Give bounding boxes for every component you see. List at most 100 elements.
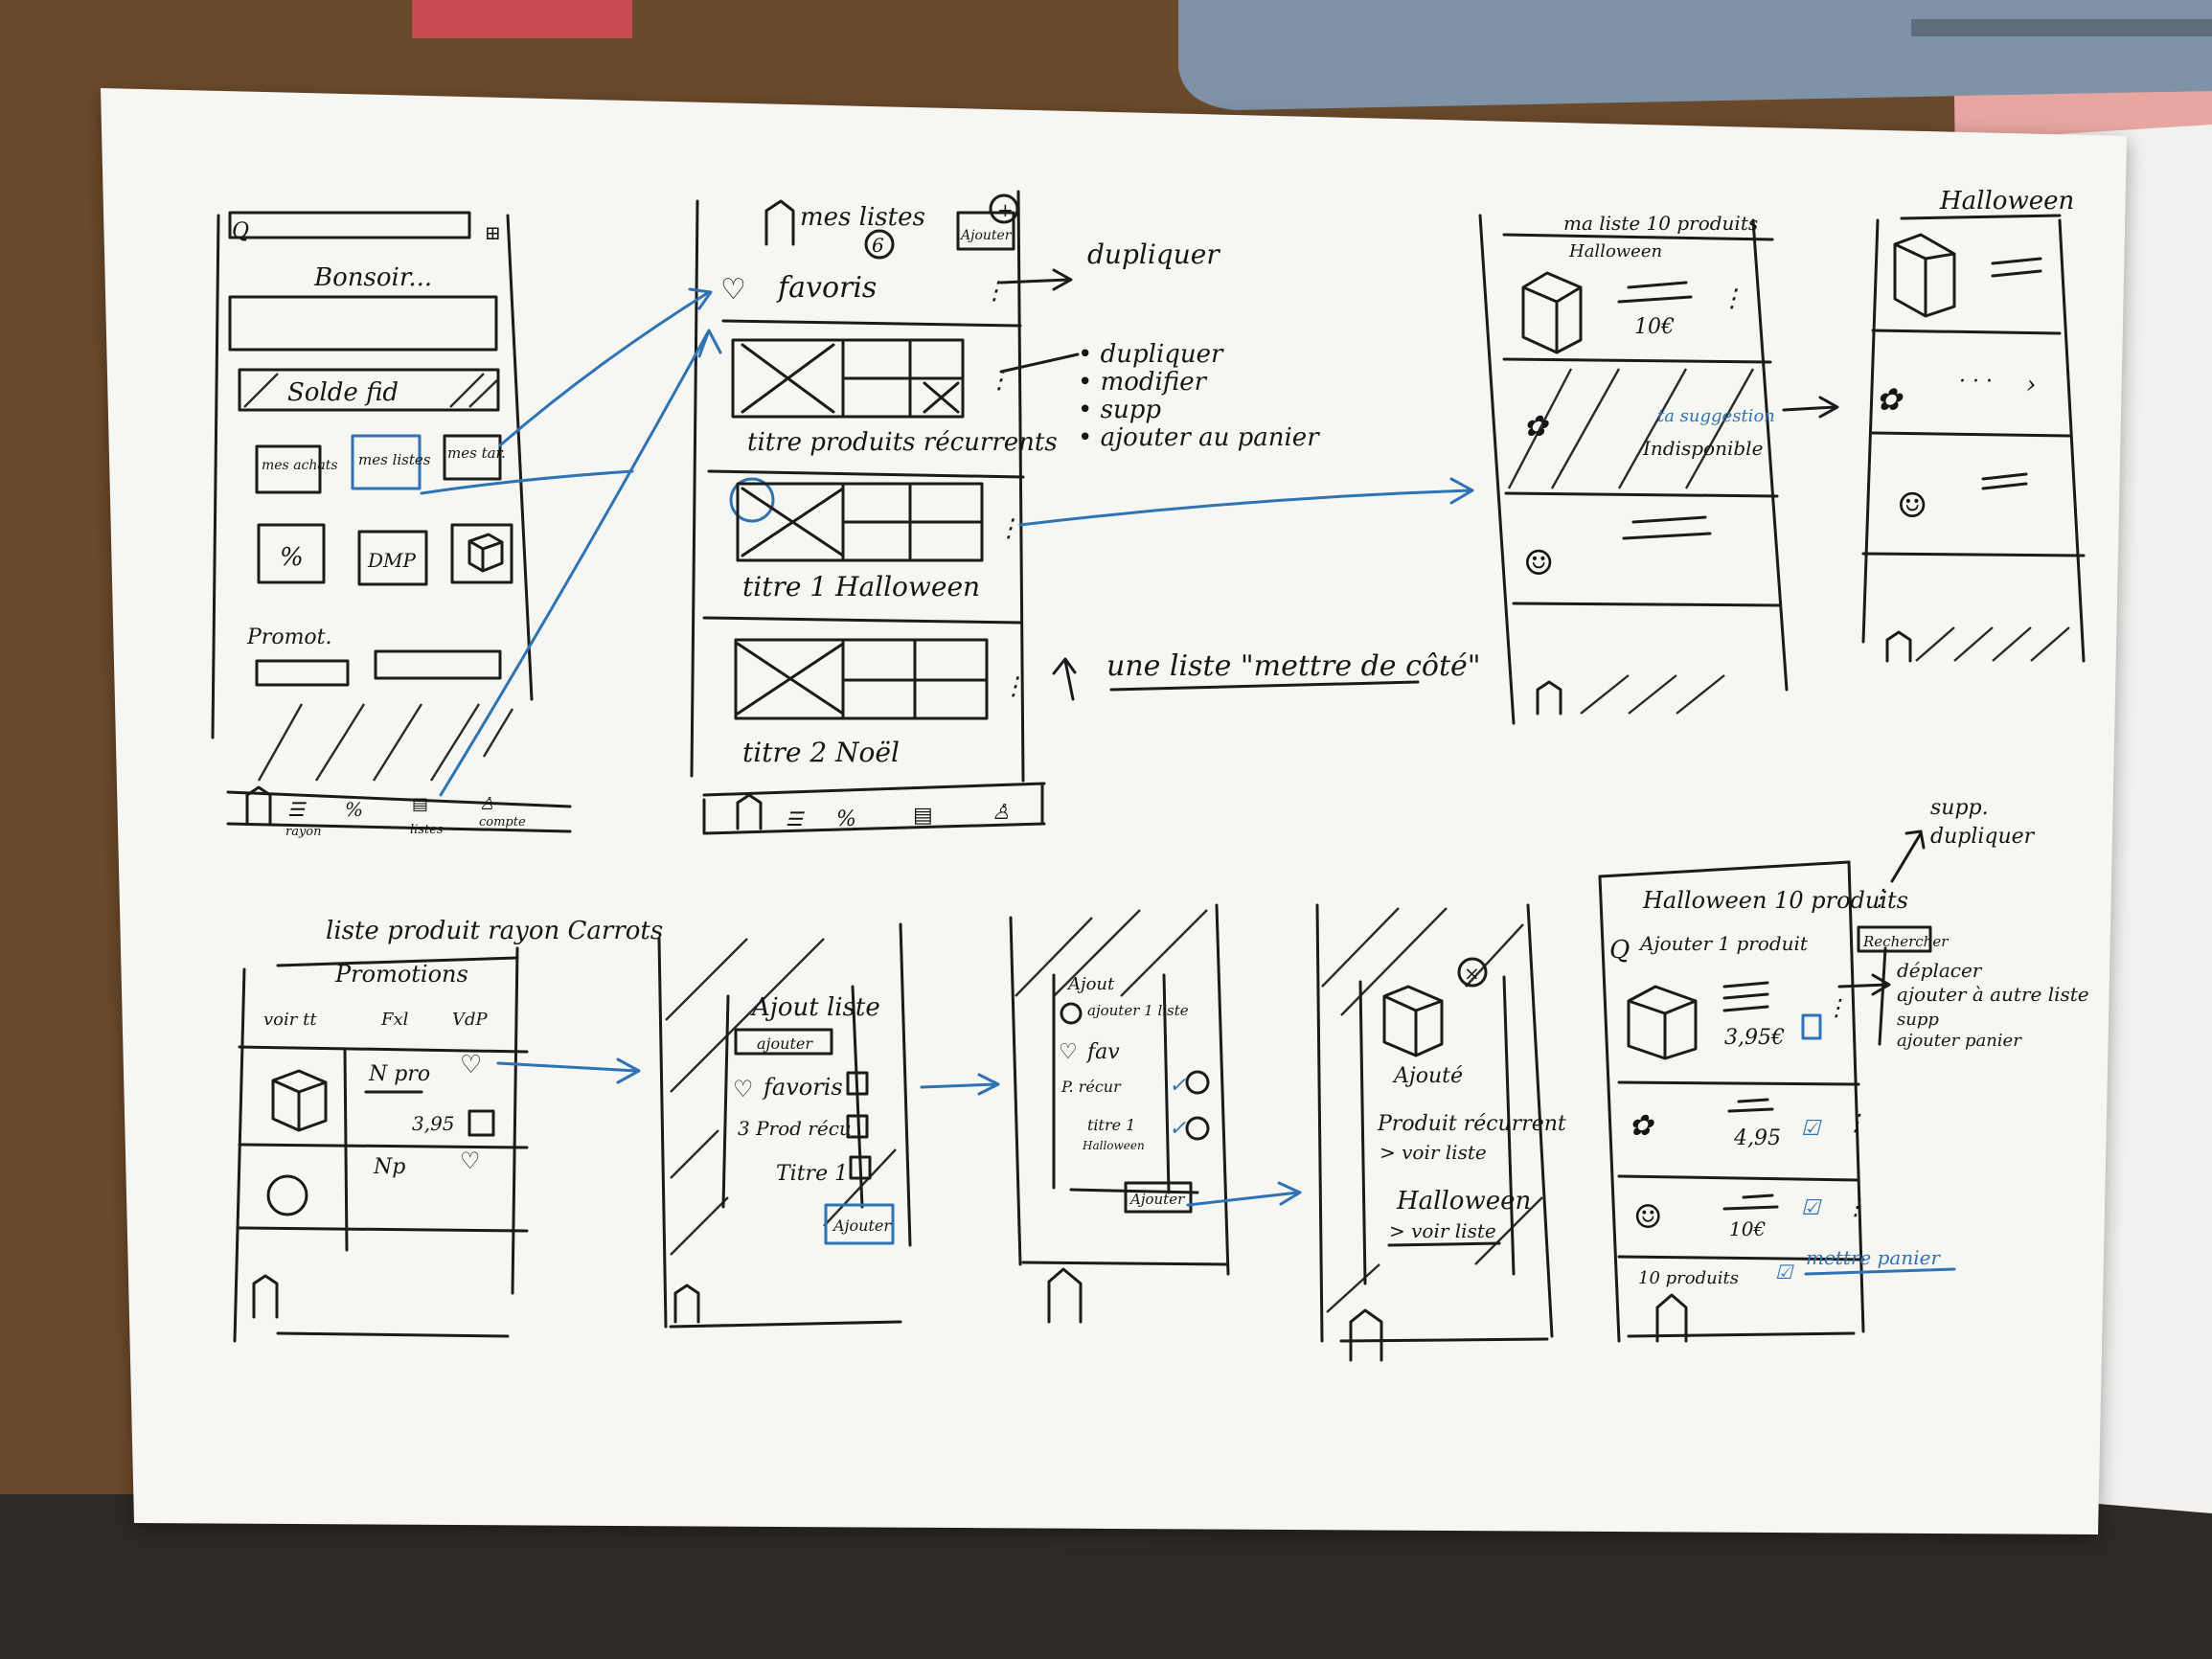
- product-price: 4,95: [1733, 1126, 1781, 1150]
- more-icon[interactable]: ⋮: [1001, 672, 1026, 701]
- tab-rayon[interactable]: rayon: [285, 825, 322, 839]
- flow-arrows-top: [420, 287, 1839, 797]
- product-icon: ✿: [1523, 410, 1549, 443]
- svg-text:P. récur[interactable]: P. récur: [1060, 1078, 1122, 1096]
- svg-text:Titre 1[interactable]: Titre 1: [776, 1162, 848, 1186]
- svg-text:ajouter: ajouter: [757, 1034, 813, 1053]
- add-to-list-button[interactable]: [467, 1109, 495, 1137]
- close-icon[interactable]: [1457, 957, 1488, 988]
- list-checkbox[interactable]: [846, 1114, 869, 1139]
- tile-listes[interactable]: [351, 434, 422, 490]
- svg-text:fav[interactable]: fav: [1085, 1040, 1120, 1064]
- tab-compte[interactable]: compte: [479, 815, 526, 830]
- svg-text:+: +: [997, 198, 1014, 221]
- heart-icon[interactable]: ♡: [460, 1051, 482, 1079]
- home-greeting: Bonsoir...: [313, 263, 432, 292]
- list-noel-title[interactable]: titre 2 Noël: [742, 737, 900, 768]
- svg-text:DMP: DMP: [367, 549, 417, 572]
- search-button[interactable]: [1857, 925, 1932, 953]
- screen-add-sheet: Ajout liste ajouter ♡ favoris 3 Prod réc…: [657, 922, 1000, 1329]
- list-checkbox[interactable]: [846, 1071, 869, 1096]
- product-icon: ✿: [1629, 1109, 1654, 1143]
- screen-add-sheet-2: Ajout ajouter 1 liste ♡ fav P. récur ✓ t…: [1009, 903, 1302, 1324]
- added-label: Ajouté: [1392, 1064, 1463, 1088]
- check-icon[interactable]: ✓: [1169, 1074, 1187, 1098]
- svg-text:voir tt[interactable]: voir tt: [263, 1010, 317, 1030]
- svg-text:ajouter panier: ajouter panier: [1897, 1031, 2022, 1051]
- more-icon[interactable]: ⋮: [1844, 1109, 1867, 1136]
- svg-text:supp.: supp.: [1930, 796, 1989, 820]
- svg-text:mes tar.: mes tar.: [447, 444, 506, 462]
- svg-text:· · ·: · · ·: [1959, 370, 1993, 394]
- check-icon[interactable]: ☑: [1775, 1261, 1794, 1284]
- set-aside-note: une liste "mettre de côté": [1106, 649, 1481, 683]
- heart-icon[interactable]: ♡: [460, 1148, 481, 1174]
- chevron-right-icon[interactable]: ›: [2026, 371, 2036, 399]
- product-checkbox[interactable]: [1801, 1013, 1822, 1040]
- screen-lists: mes listes 6 Ajouter + ♡ favoris ⋮ ⋮ tit…: [690, 190, 1058, 835]
- product-icon: ☺: [1633, 1198, 1662, 1237]
- svg-text:ajouter 1 liste[interactable]: ajouter 1 liste: [1087, 1002, 1189, 1019]
- add-confirm-button[interactable]: [824, 1203, 895, 1245]
- svg-text:Rechercher: Rechercher: [1862, 933, 1949, 950]
- view-list-link[interactable]: > voir liste: [1389, 1219, 1496, 1242]
- laptop-hinge: [1911, 19, 2212, 36]
- check-icon[interactable]: ☑: [1801, 1117, 1822, 1141]
- plus-icon[interactable]: [989, 193, 1019, 224]
- add-confirm-button[interactable]: [1124, 1181, 1193, 1214]
- lists-annotations: dupliquer • dupliquer • modifier • supp …: [999, 239, 1481, 701]
- more-icon[interactable]: ⋮: [1720, 284, 1745, 313]
- tab-listes[interactable]: listes: [410, 823, 444, 837]
- svg-text:Ajouter: Ajouter: [832, 1216, 892, 1235]
- add-list-button[interactable]: [956, 211, 1015, 251]
- promo-caption: liste produit rayon Carrots: [326, 917, 663, 945]
- svg-text:• modifier: • modifier: [1078, 368, 1208, 397]
- menu-icon: ☰: [287, 798, 307, 821]
- tile-achats[interactable]: [255, 444, 322, 494]
- check-icon[interactable]: ☑: [1801, 1196, 1822, 1220]
- promo-title: Promotions: [334, 961, 468, 988]
- more-icon[interactable]: ⋮: [1868, 884, 1891, 911]
- view-list-link[interactable]: > voir liste: [1380, 1141, 1487, 1164]
- svg-text:Halloween: Halloween: [1568, 241, 1662, 261]
- search-icon[interactable]: Q: [1609, 936, 1630, 965]
- list-icon: ▤: [412, 794, 428, 814]
- add-product-button[interactable]: Ajouter 1 produit: [1638, 932, 1809, 955]
- more-icon[interactable]: ⋮: [1825, 994, 1848, 1021]
- screen-list-detail: ma liste 10 produits Halloween 10€ ⋮ ✿ t…: [1478, 212, 1789, 725]
- fidelity-balance[interactable]: Solde fid: [287, 378, 399, 407]
- svg-text:mes achats: mes achats: [262, 458, 338, 473]
- svg-text:Halloween: Halloween: [1396, 1187, 1531, 1216]
- product-icon: ☺: [1897, 487, 1927, 526]
- new-list-button[interactable]: [734, 1028, 833, 1056]
- more-icon[interactable]: ⋮: [996, 514, 1021, 543]
- list-recurrent-title[interactable]: titre produits récurrents: [747, 428, 1058, 457]
- svg-text:Fxl[interactable]: Fxl: [380, 1010, 409, 1030]
- list-selector[interactable]: [729, 477, 775, 523]
- favoris-label[interactable]: favoris: [776, 271, 877, 305]
- svg-text:3 Prod récu[interactable]: 3 Prod récu: [738, 1117, 852, 1140]
- list-checkbox[interactable]: [849, 1155, 872, 1180]
- svg-text:%: %: [280, 543, 304, 572]
- suggestion-note[interactable]: ta suggestion: [1657, 406, 1775, 426]
- screen-home: Q ⊞ Bonsoir... Solde fid mes achats mes …: [211, 211, 572, 839]
- screen-list-final: Halloween 10 produits ⋮ Q Ajouter 1 prod…: [1598, 860, 1956, 1343]
- more-icon[interactable]: ⋮: [1844, 1193, 1867, 1220]
- list-halloween-title[interactable]: titre 1 Halloween: [742, 571, 980, 602]
- add-to-cart-button[interactable]: mettre panier: [1806, 1246, 1941, 1269]
- menu-icon: ☰: [786, 807, 805, 830]
- svg-text:mes listes: mes listes: [358, 451, 431, 468]
- product-icon: ✿: [1876, 381, 1904, 418]
- svg-text:• ajouter au panier: • ajouter au panier: [1078, 423, 1320, 452]
- check-icon[interactable]: ✓: [1169, 1117, 1187, 1141]
- svg-text:%: %: [836, 807, 856, 831]
- list-icon: ▤: [913, 804, 933, 828]
- product-price: 3,95: [412, 1112, 455, 1135]
- svg-text:favoris[interactable]: favoris: [762, 1074, 843, 1101]
- favoris-menu-duplicate: dupliquer: [1087, 239, 1220, 270]
- tile-tarifs[interactable]: [443, 434, 502, 481]
- svg-text:VdP[interactable]: VdP: [452, 1010, 489, 1030]
- red-book: [412, 0, 632, 38]
- heart-icon: ♡: [1059, 1040, 1078, 1064]
- svg-text:titre 1[interactable]: titre 1: [1087, 1116, 1135, 1134]
